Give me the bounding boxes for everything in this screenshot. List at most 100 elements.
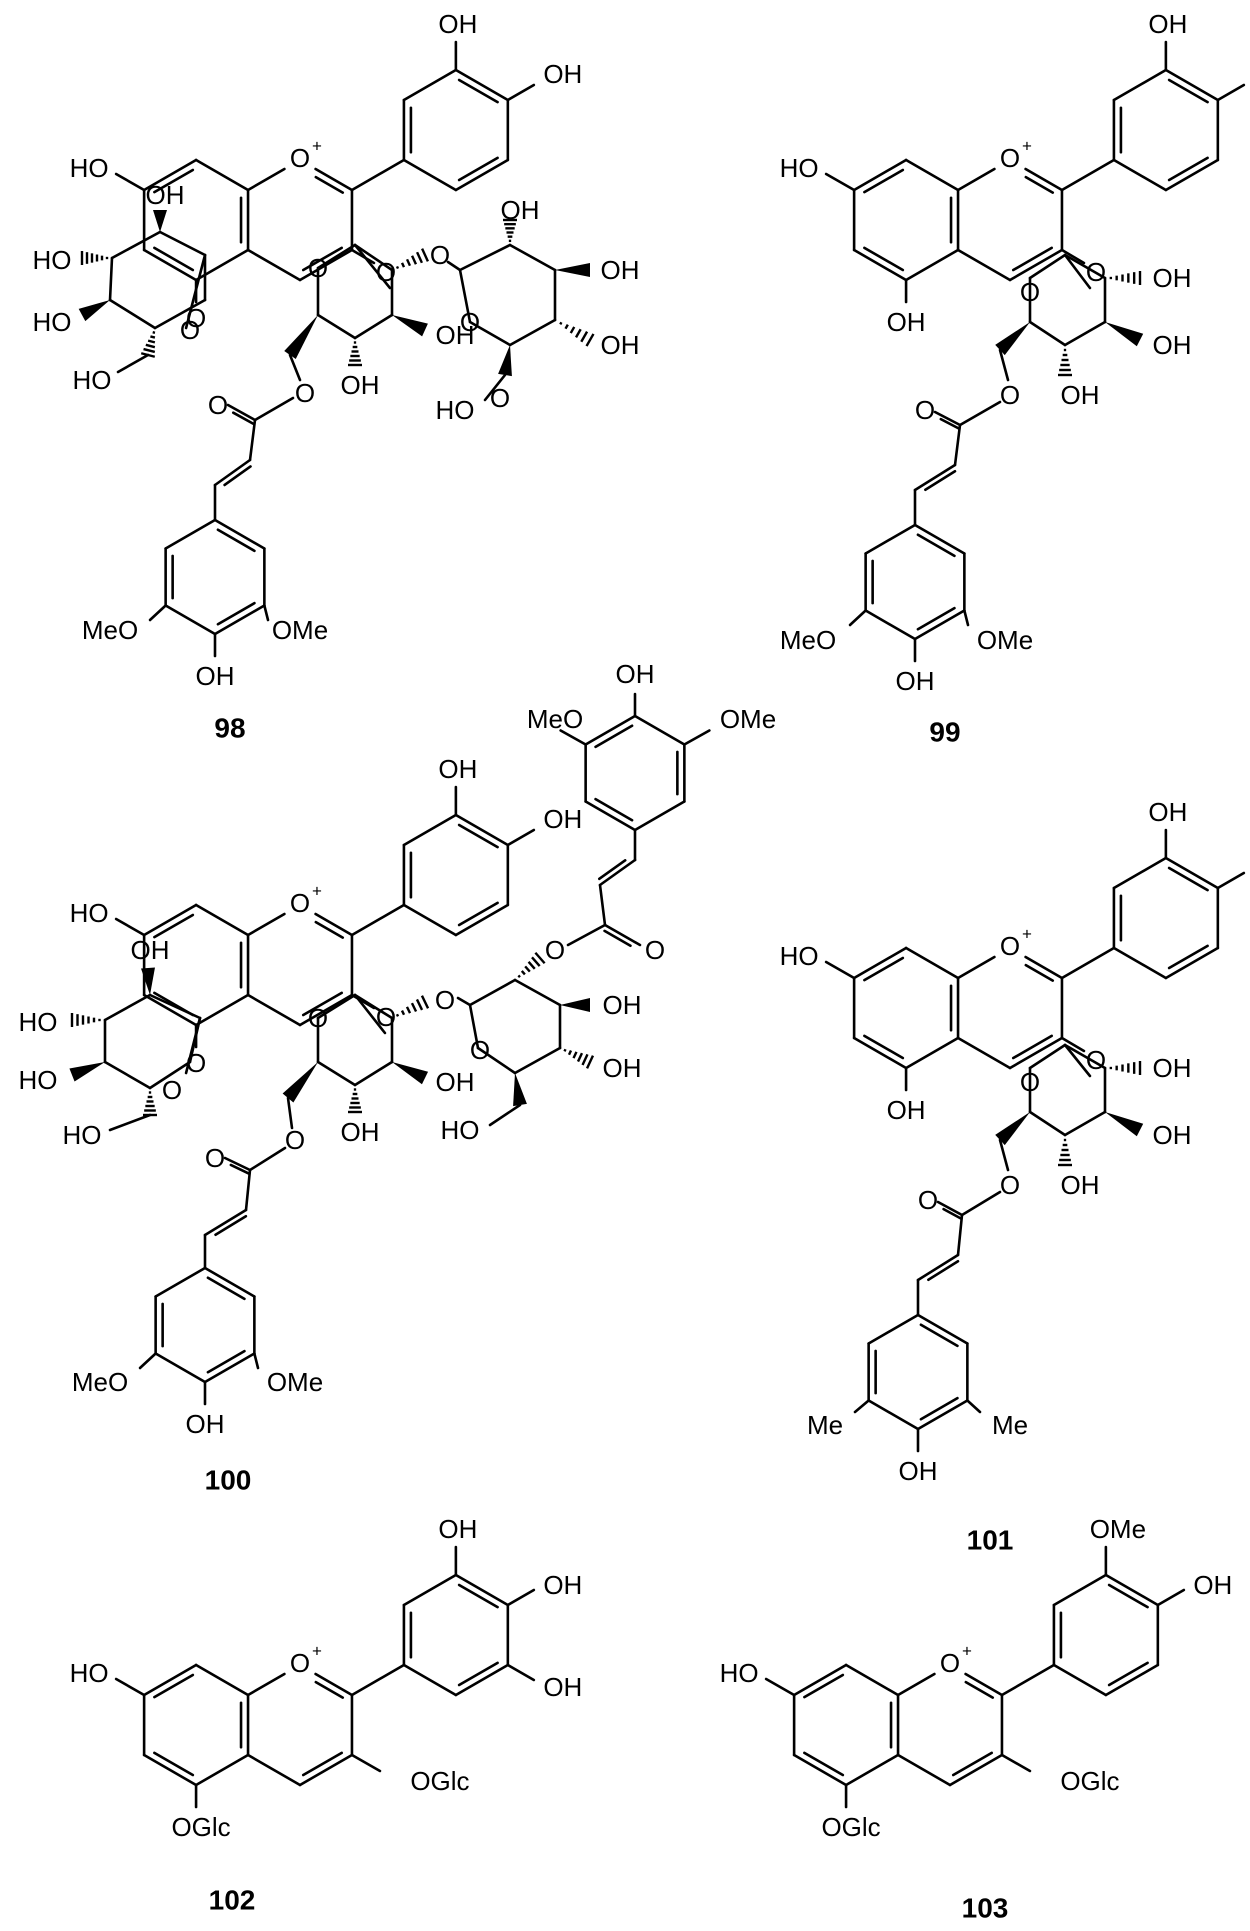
bond (194, 903, 250, 937)
glucoside-label: OGlc (171, 1812, 230, 1842)
bond (316, 1060, 357, 1087)
bond (114, 917, 146, 937)
bond (506, 83, 536, 102)
hydroxyl-label: OH (438, 1514, 477, 1544)
bond (792, 1663, 848, 1697)
hydroxyl-label: HO (780, 153, 819, 183)
hash-bond (400, 262, 406, 268)
hydroxyl-label: OH (186, 1409, 225, 1439)
bond (1063, 1043, 1107, 1070)
bond (852, 158, 908, 192)
methoxy-label: OMe (267, 1367, 323, 1397)
double-bond-inner (942, 1207, 963, 1221)
double-bond-inner (457, 156, 499, 182)
hash-bond (576, 1052, 584, 1063)
bond (904, 1036, 960, 1070)
methyl-label: Me (807, 1410, 843, 1440)
bond (142, 248, 198, 282)
double-bond-inner (457, 1661, 499, 1687)
bond (559, 729, 587, 746)
double-bond-inner (314, 175, 345, 194)
methoxy-label: OMe (720, 704, 776, 734)
carbonyl-oxygen-label: O (205, 1143, 225, 1173)
wedge-bond (284, 315, 318, 360)
bond (142, 158, 198, 192)
methoxy-label: MeO (527, 704, 583, 734)
bond (402, 813, 458, 847)
bond (853, 1399, 870, 1414)
hash-bond (405, 1006, 412, 1014)
bond (852, 248, 908, 282)
bond (956, 248, 1012, 282)
ester-oxygen-label: O (1000, 1170, 1020, 1200)
bond (476, 1046, 517, 1075)
positive-charge: + (312, 882, 322, 901)
bond (154, 1266, 207, 1298)
bond (316, 993, 357, 1020)
hash-bond (147, 339, 156, 344)
bond (867, 1399, 920, 1431)
double-bond-inner (1024, 175, 1055, 194)
double-bond-inner (939, 417, 961, 431)
hash-bond (564, 324, 569, 330)
positive-charge: + (312, 137, 322, 156)
wedge-bond (392, 315, 428, 337)
ring-oxygen-label: O (460, 307, 480, 337)
bond (1052, 1573, 1108, 1607)
bond (1000, 1753, 1032, 1773)
bond (916, 1253, 960, 1282)
bond (148, 1060, 192, 1090)
wedge-bond (392, 1062, 429, 1085)
bond (508, 243, 557, 272)
bond (454, 1663, 510, 1697)
bond (998, 348, 1010, 382)
bond (953, 423, 962, 467)
hydroxyl-label: HO (441, 1115, 480, 1145)
bond (142, 903, 198, 937)
bond (933, 410, 962, 427)
oxonium-label: O (1000, 931, 1020, 961)
bond (956, 955, 996, 980)
bond (566, 923, 607, 947)
double-bond-inner (457, 823, 499, 849)
double-bond-inner (206, 1349, 246, 1374)
bond (904, 946, 960, 980)
hash-bond (581, 1053, 589, 1066)
double-bond-inner (153, 1673, 195, 1699)
bond (353, 993, 387, 1035)
ring-oxygen-label: O (180, 315, 200, 345)
hydroxyl-label: OH (1153, 1120, 1192, 1150)
hydroxyl-label: OH (601, 255, 640, 285)
wedge-bond (560, 998, 590, 1012)
bond (350, 158, 406, 192)
bond (108, 256, 114, 302)
bond (956, 1213, 964, 1257)
bond (1060, 1036, 1086, 1053)
bond (108, 298, 157, 330)
oxonium-label: O (290, 143, 310, 173)
bond (213, 604, 266, 636)
wedge-bond (555, 263, 590, 277)
hydroxyl-label: OH (603, 1053, 642, 1083)
double-bond-inner (457, 901, 499, 927)
bond (1112, 68, 1168, 102)
bond (114, 1677, 146, 1697)
carbonyl-oxygen-label: O (208, 390, 228, 420)
compound-number-99: 99 (929, 717, 960, 748)
double-bond-inner (231, 411, 255, 426)
ring-oxygen-label: O (308, 1003, 328, 1033)
compound-number-98: 98 (214, 713, 245, 744)
double-bond-inner (1011, 246, 1054, 272)
carbonyl-oxygen-label: O (915, 395, 935, 425)
bond (154, 1352, 207, 1384)
bond (402, 1573, 458, 1607)
bond (314, 912, 354, 937)
hydroxyl-label: HO (70, 153, 109, 183)
double-bond-inner (863, 246, 905, 272)
bond (246, 1753, 302, 1787)
bond (350, 1753, 382, 1773)
bond (353, 243, 392, 290)
